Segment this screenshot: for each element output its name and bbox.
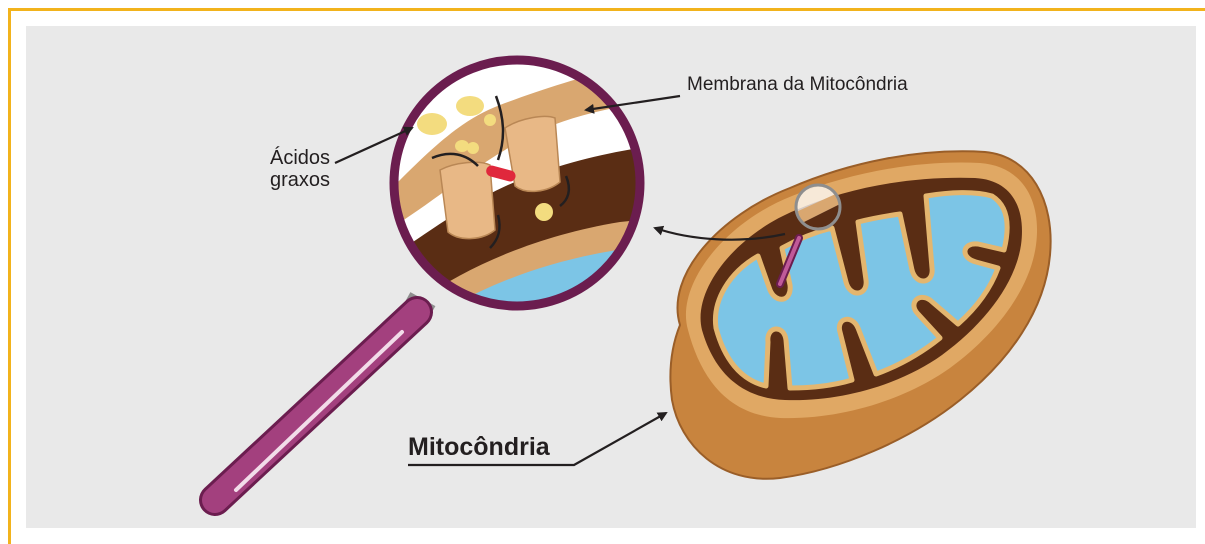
label-mitochondria: Mitocôndria bbox=[408, 433, 550, 462]
label-fatty-acids-line2: graxos bbox=[270, 169, 330, 191]
label-fatty-acids-line1: Ácidos bbox=[270, 147, 330, 169]
label-membrane: Membrana da Mitocôndria bbox=[687, 74, 908, 96]
label-fatty-acids: Ácidos graxos bbox=[270, 147, 330, 191]
mitochondrion bbox=[670, 151, 1050, 478]
